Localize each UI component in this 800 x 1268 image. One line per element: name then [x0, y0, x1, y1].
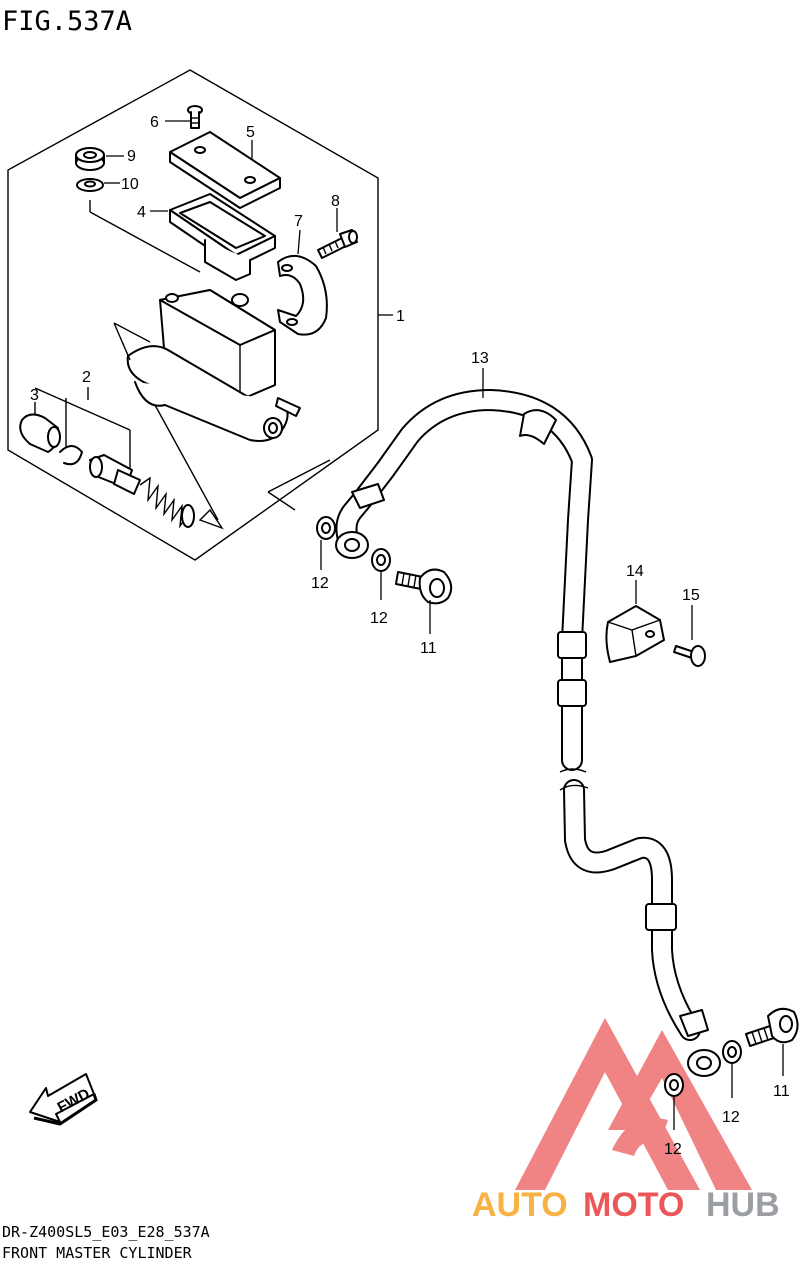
watermark-triangle-right-shape — [608, 1030, 752, 1190]
callout-5: 5 — [246, 124, 255, 141]
dust-boot-part-3 — [19, 413, 61, 453]
washer-part-12-c — [722, 1040, 742, 1064]
leader-7 — [297, 229, 301, 255]
callout-10: 10 — [121, 176, 139, 193]
reservoir-cap-part-5 — [169, 131, 281, 209]
hose-clamp-part-14 — [605, 605, 665, 663]
screw-part-15 — [673, 645, 706, 667]
watermark-triangle-left-shape — [515, 1018, 700, 1190]
assembly-boundary — [7, 69, 379, 561]
union-bolt-part-11-b — [745, 1007, 799, 1047]
watermark-wordmark: AUTO MOTO HUB — [472, 1186, 780, 1224]
piston-part-2 — [89, 454, 141, 495]
watermark-brand-hub: HUB — [706, 1186, 780, 1224]
callout-1: 1 — [396, 308, 405, 325]
callout-12c: 12 — [722, 1109, 740, 1126]
bolt-part-8 — [317, 229, 358, 259]
diaphragm-part-4 — [169, 193, 276, 281]
washer-part-10 — [76, 178, 104, 192]
spring — [139, 476, 195, 529]
callout-14: 14 — [626, 563, 644, 580]
callout-7: 7 — [294, 213, 303, 230]
master-cylinder-body-part-1 — [126, 289, 301, 442]
callout-15: 15 — [682, 587, 700, 604]
callout-8: 8 — [331, 193, 340, 210]
brake-hose-part-13 — [335, 389, 721, 1077]
washer-part-12-b — [371, 548, 391, 572]
washer-part-12-a — [316, 516, 336, 540]
callout-11a: 11 — [420, 640, 437, 657]
figure-caption: FRONT MASTER CYLINDER — [2, 1244, 193, 1262]
forward-arrow-icon: FWD — [29, 1073, 98, 1126]
screw-part-6 — [187, 105, 203, 129]
callout-6: 6 — [150, 114, 159, 131]
union-bolt-part-11-a — [395, 568, 453, 605]
callout-12b: 12 — [370, 610, 388, 627]
callout-9: 9 — [127, 148, 136, 165]
watermark-logo — [515, 1018, 752, 1190]
snap-ring — [59, 445, 83, 466]
watermark-brand-auto: AUTO — [472, 1186, 568, 1224]
figure-title: FIG.537A — [2, 6, 132, 37]
callout-4: 4 — [137, 204, 146, 221]
callout-12a: 12 — [311, 575, 329, 592]
callout-11b: 11 — [773, 1083, 790, 1100]
callout-2: 2 — [82, 369, 91, 386]
clamp-part-7 — [277, 255, 328, 336]
washer-part-12-d — [664, 1073, 684, 1097]
watermark-brand-moto: MOTO — [583, 1186, 684, 1224]
callout-3: 3 — [30, 387, 39, 404]
model-code: DR-Z400SL5_E03_E28_537A — [2, 1223, 210, 1241]
boot-part-9 — [75, 147, 105, 171]
watermark-swoosh-shape — [612, 1118, 668, 1156]
callout-13: 13 — [471, 350, 489, 367]
callout-12d: 12 — [664, 1141, 682, 1158]
